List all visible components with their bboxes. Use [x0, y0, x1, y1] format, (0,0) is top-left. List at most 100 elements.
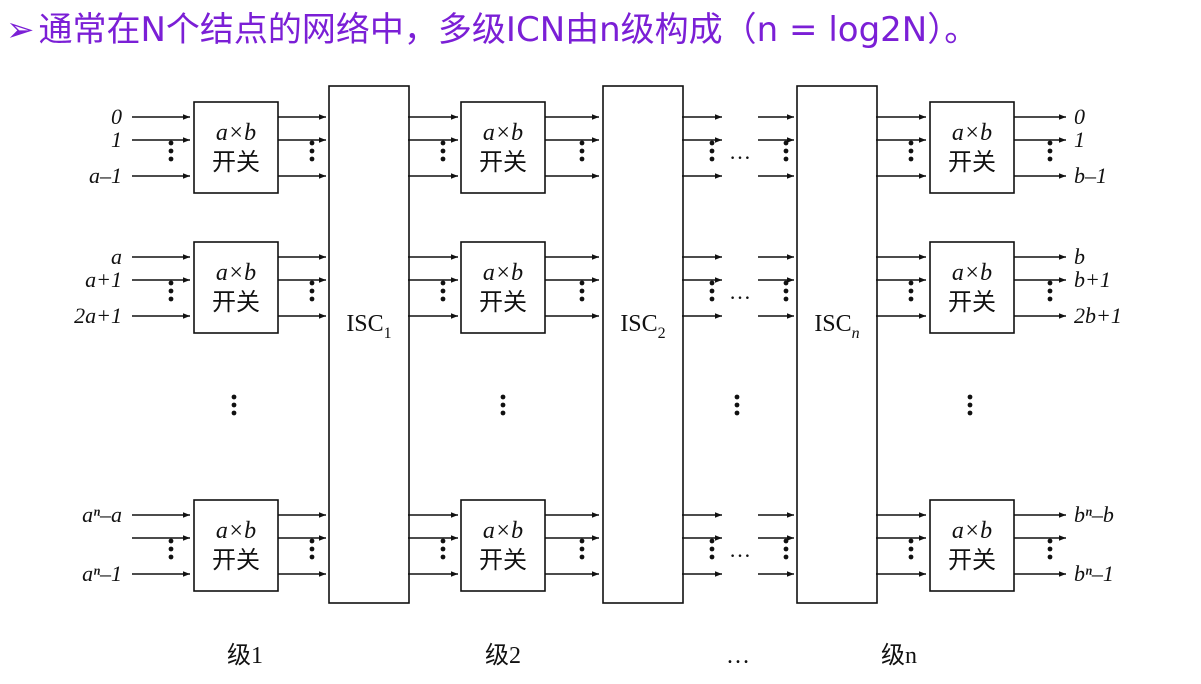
vertical-ellipsis-icon: [440, 156, 446, 162]
switch-size-label: a×b: [483, 120, 523, 146]
switch-size-label: a×b: [216, 518, 256, 544]
vertical-ellipsis-icon: [1047, 546, 1053, 552]
vertical-ellipsis-icon: [734, 394, 740, 400]
vertical-ellipsis-icon: [783, 156, 789, 162]
vertical-ellipsis-icon: [1047, 296, 1053, 302]
input-label: a: [111, 244, 122, 269]
vertical-ellipsis-icon: [783, 280, 789, 286]
vertical-ellipsis-icon: [908, 156, 914, 162]
output-label: 0: [1074, 104, 1085, 129]
vertical-ellipsis-icon: [709, 148, 715, 154]
isc-block-2: [602, 85, 684, 604]
vertical-ellipsis-icon: [440, 288, 446, 294]
input-label: aⁿ–a: [82, 502, 122, 527]
vertical-ellipsis-icon: [709, 538, 715, 544]
vertical-ellipsis-icon: [309, 538, 315, 544]
vertical-ellipsis-icon: [579, 554, 585, 560]
switch-box: [460, 101, 546, 194]
vertical-ellipsis-icon: [579, 140, 585, 146]
vertical-ellipsis-icon: [579, 538, 585, 544]
vertical-ellipsis-icon: [309, 148, 315, 154]
output-label: b+1: [1074, 267, 1111, 292]
vertical-ellipsis-icon: [309, 156, 315, 162]
vertical-ellipsis-icon: [579, 156, 585, 162]
isc-label-base: ISC: [346, 311, 383, 337]
vertical-ellipsis-icon: [440, 538, 446, 544]
output-label: 1: [1074, 127, 1085, 152]
vertical-ellipsis-icon: [500, 402, 506, 408]
isc-label-2: ISC2: [620, 311, 665, 342]
vertical-ellipsis-icon: [231, 402, 237, 408]
vertical-ellipsis-icon: [908, 538, 914, 544]
vertical-ellipsis-icon: [783, 296, 789, 302]
switch-box: [929, 241, 1015, 334]
vertical-ellipsis-icon: [309, 140, 315, 146]
switch-box: [460, 499, 546, 592]
vertical-ellipsis-icon: [734, 402, 740, 408]
vertical-ellipsis-icon: [309, 554, 315, 560]
switch-name-label: 开关: [948, 149, 996, 176]
stage-label: 级1: [227, 642, 263, 669]
vertical-ellipsis-icon: [309, 296, 315, 302]
vertical-ellipsis-icon: [783, 538, 789, 544]
vertical-ellipsis-icon: [709, 554, 715, 560]
input-label: a–1: [89, 163, 122, 188]
vertical-ellipsis-icon: [579, 288, 585, 294]
switch-size-label: a×b: [952, 260, 992, 286]
vertical-ellipsis-icon: [579, 148, 585, 154]
vertical-ellipsis-icon: [1047, 554, 1053, 560]
vertical-ellipsis-icon: [440, 296, 446, 302]
isc-label-base: ISC: [814, 311, 851, 337]
vertical-ellipsis-icon: [908, 546, 914, 552]
switch-size-label: a×b: [952, 120, 992, 146]
vertical-ellipsis-icon: [440, 280, 446, 286]
output-label: b: [1074, 244, 1085, 269]
vertical-ellipsis-icon: [783, 288, 789, 294]
page-title: ➢通常在N个结点的网络中，多级ICN由n级构成（n = log2N）。: [6, 6, 978, 54]
output-label: 2b+1: [1074, 303, 1122, 328]
switch-box: [193, 241, 279, 334]
stage-label: 级n: [881, 642, 917, 669]
vertical-ellipsis-icon: [168, 148, 174, 154]
vertical-ellipsis-icon: [168, 156, 174, 162]
isc-label-1: ISC1: [346, 311, 391, 342]
title-text: 通常在N个结点的网络中，多级ICN由n级构成（n = log2N）。: [38, 10, 979, 50]
vertical-ellipsis-icon: [908, 140, 914, 146]
switch-name-label: 开关: [212, 149, 260, 176]
isc-label-base: ISC: [620, 311, 657, 337]
vertical-ellipsis-icon: [1047, 140, 1053, 146]
vertical-ellipsis-icon: [168, 546, 174, 552]
vertical-ellipsis-icon: [500, 410, 506, 416]
vertical-ellipsis-icon: [709, 546, 715, 552]
switch-box: [929, 499, 1015, 592]
switch-name-label: 开关: [212, 547, 260, 574]
switch-size-label: a×b: [952, 518, 992, 544]
vertical-ellipsis-icon: [1047, 280, 1053, 286]
vertical-ellipsis-icon: [709, 280, 715, 286]
vertical-ellipsis-icon: [908, 280, 914, 286]
vertical-ellipsis-icon: [709, 296, 715, 302]
vertical-ellipsis-icon: [908, 148, 914, 154]
isc-label-sub: n: [852, 325, 860, 342]
vertical-ellipsis-icon: [967, 394, 973, 400]
switch-box: [193, 101, 279, 194]
vertical-ellipsis-icon: [440, 546, 446, 552]
switch-box: [193, 499, 279, 592]
switch-name-label: 开关: [479, 547, 527, 574]
output-label: b–1: [1074, 163, 1107, 188]
vertical-ellipsis-icon: [783, 140, 789, 146]
vertical-ellipsis-icon: [168, 140, 174, 146]
switch-size-label: a×b: [216, 260, 256, 286]
vertical-ellipsis-icon: [1047, 288, 1053, 294]
vertical-ellipsis-icon: [783, 148, 789, 154]
vertical-ellipsis-icon: [440, 148, 446, 154]
switch-name-label: 开关: [948, 289, 996, 316]
switch-box: [460, 241, 546, 334]
vertical-ellipsis-icon: [1047, 538, 1053, 544]
vertical-ellipsis-icon: [168, 538, 174, 544]
vertical-ellipsis-icon: [500, 394, 506, 400]
vertical-ellipsis-icon: [709, 156, 715, 162]
vertical-ellipsis-icon: [908, 554, 914, 560]
vertical-ellipsis-icon: [579, 280, 585, 286]
